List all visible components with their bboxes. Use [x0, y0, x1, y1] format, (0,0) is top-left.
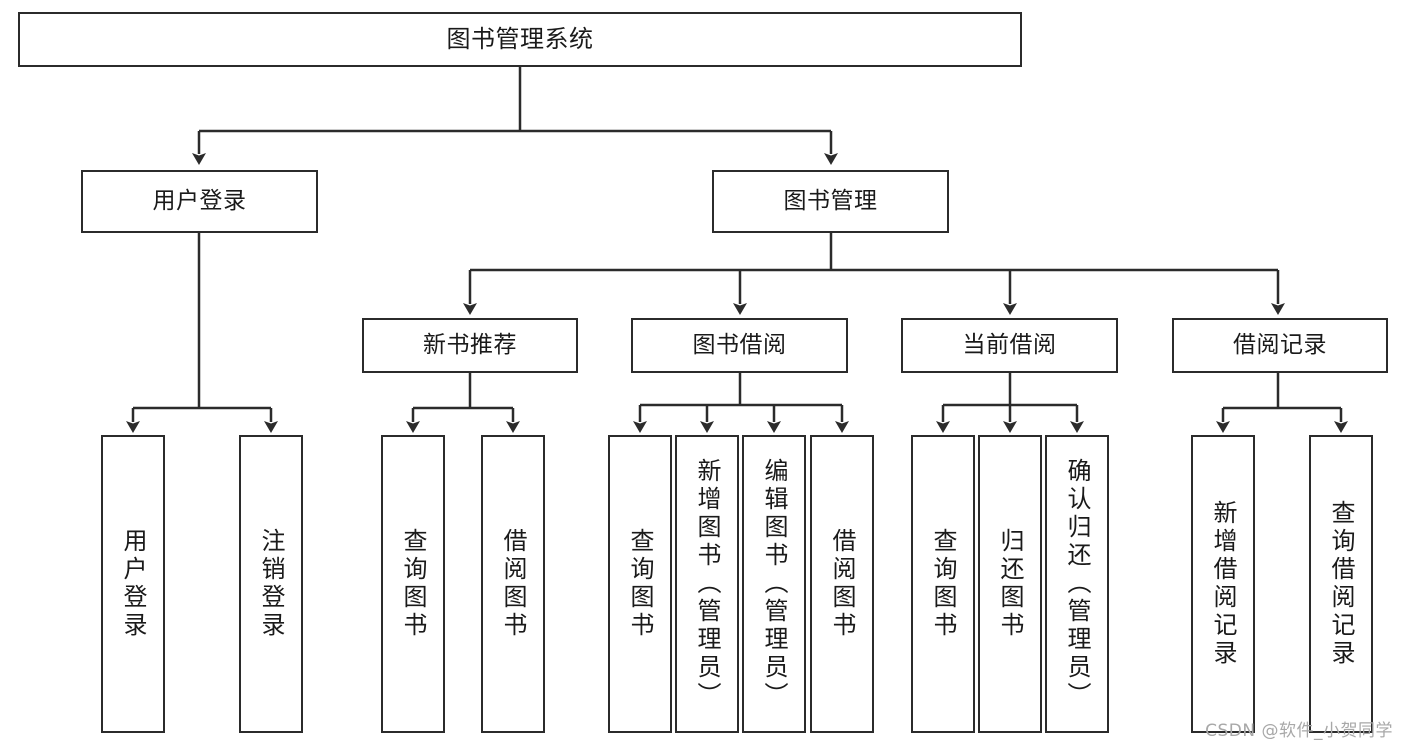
node-borrow-record[interactable]: 借阅记录: [1172, 318, 1388, 373]
leaf-user-login-label: 用户登录: [119, 528, 147, 640]
node-book-borrow-label: 图书借阅: [692, 331, 787, 358]
leaf-logout[interactable]: 注销登录: [239, 435, 303, 733]
node-user-login-label: 用户登录: [152, 187, 247, 214]
leaf-query-record[interactable]: 查询借阅记录: [1309, 435, 1373, 733]
leaf-add-record[interactable]: 新增借阅记录: [1191, 435, 1255, 733]
leaf-borrow-book-2[interactable]: 借阅图书: [810, 435, 874, 733]
node-new-book-recommend-label: 新书推荐: [423, 331, 517, 358]
watermark: CSDN @软件_小贺同学: [1205, 721, 1393, 741]
leaf-logout-label: 注销登录: [257, 528, 285, 640]
leaf-query-book-3-label: 查询图书: [929, 528, 957, 640]
node-book-management[interactable]: 图书管理: [712, 170, 949, 233]
leaf-return-book[interactable]: 归还图书: [978, 435, 1042, 733]
leaf-add-book[interactable]: 新增图书（管理员）: [675, 435, 739, 733]
node-borrow-record-label: 借阅记录: [1233, 331, 1327, 358]
node-root[interactable]: 图书管理系统: [18, 12, 1022, 67]
leaf-edit-book-label: 编辑图书（管理员）: [760, 458, 788, 710]
leaf-query-book-1-label: 查询图书: [399, 528, 427, 640]
node-new-book-recommend[interactable]: 新书推荐: [362, 318, 578, 373]
node-book-management-label: 图书管理: [783, 187, 878, 214]
leaf-borrow-book-2-label: 借阅图书: [828, 528, 856, 640]
leaf-add-book-label: 新增图书（管理员）: [693, 458, 721, 710]
leaf-query-book-1[interactable]: 查询图书: [381, 435, 445, 733]
leaf-borrow-book-1-label: 借阅图书: [499, 528, 527, 640]
leaf-query-book-2-label: 查询图书: [626, 528, 654, 640]
leaf-confirm-return-label: 确认归还（管理员）: [1063, 458, 1091, 710]
leaf-query-record-label: 查询借阅记录: [1327, 500, 1355, 668]
node-current-borrow-label: 当前借阅: [962, 331, 1057, 358]
node-root-label: 图书管理系统: [446, 25, 594, 54]
node-book-borrow[interactable]: 图书借阅: [631, 318, 848, 373]
node-user-login[interactable]: 用户登录: [81, 170, 318, 233]
leaf-return-book-label: 归还图书: [996, 528, 1024, 640]
leaf-confirm-return[interactable]: 确认归还（管理员）: [1045, 435, 1109, 733]
leaf-query-book-2[interactable]: 查询图书: [608, 435, 672, 733]
leaf-add-record-label: 新增借阅记录: [1209, 500, 1237, 668]
node-current-borrow[interactable]: 当前借阅: [901, 318, 1118, 373]
leaf-borrow-book-1[interactable]: 借阅图书: [481, 435, 545, 733]
leaf-user-login[interactable]: 用户登录: [101, 435, 165, 733]
leaf-query-book-3[interactable]: 查询图书: [911, 435, 975, 733]
leaf-edit-book[interactable]: 编辑图书（管理员）: [742, 435, 806, 733]
